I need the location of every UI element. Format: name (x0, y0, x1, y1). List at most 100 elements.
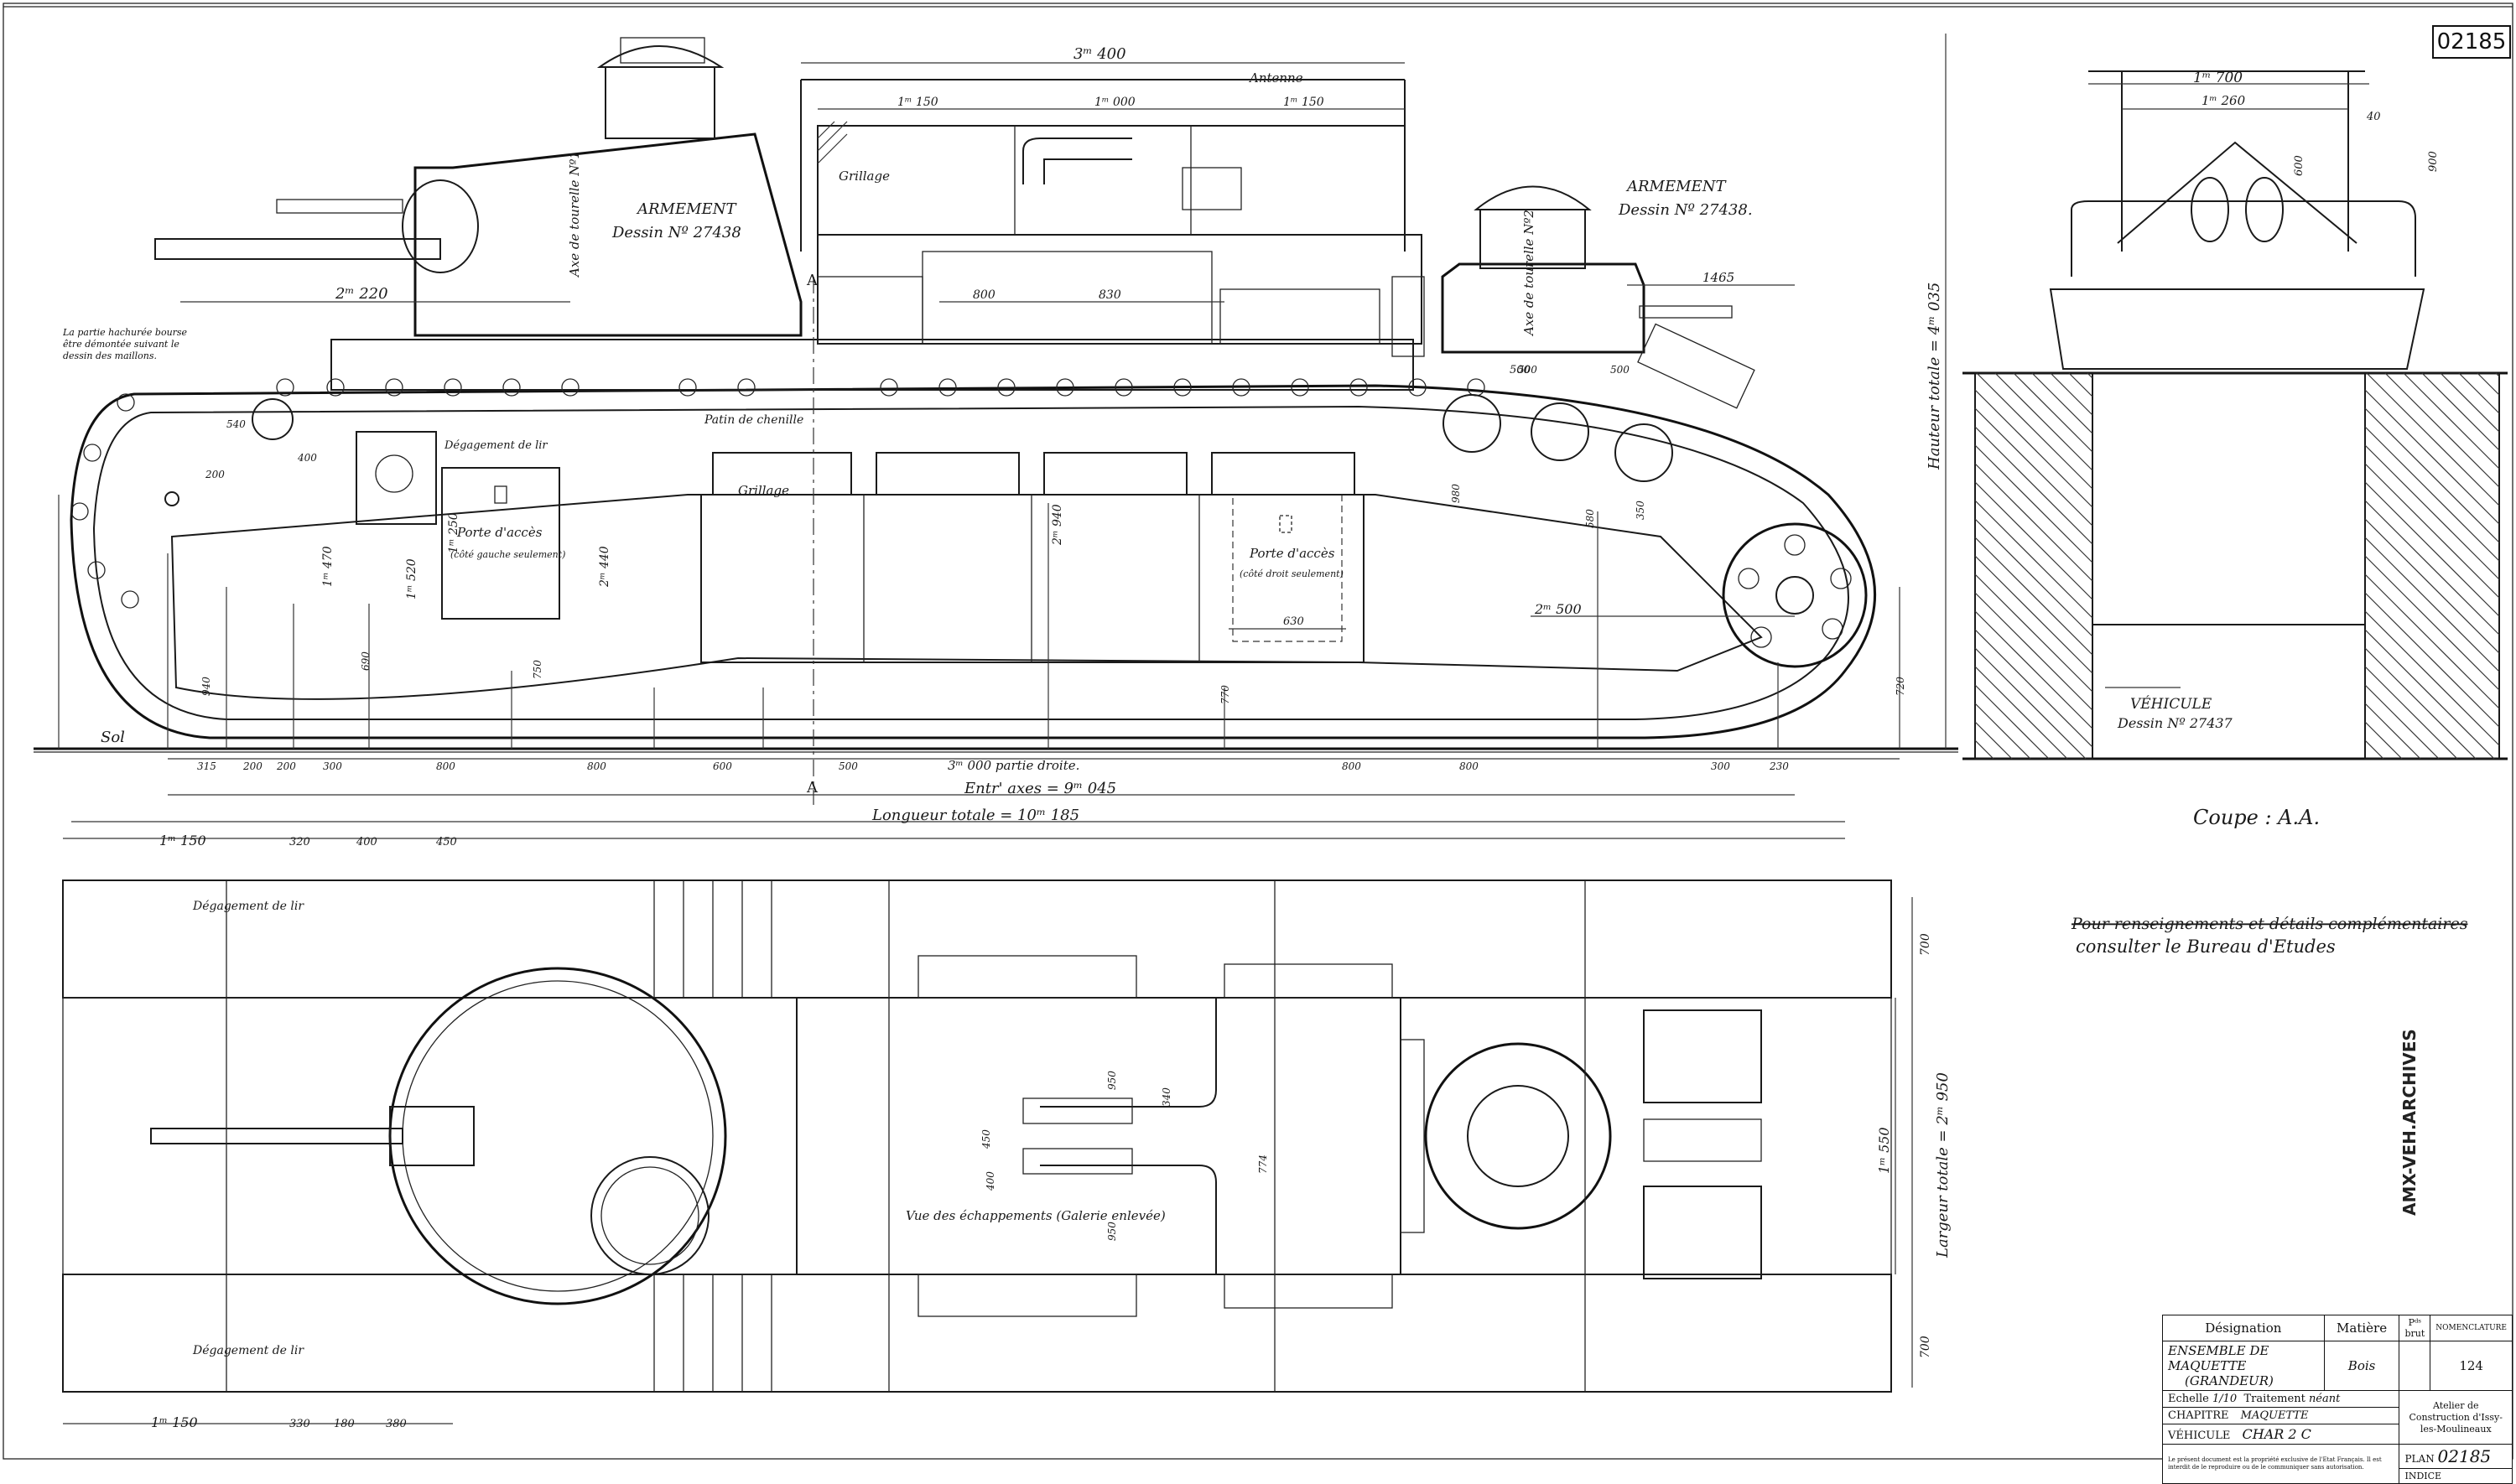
plan-vent-bottom (918, 1274, 1137, 1317)
plan-rear-turret (1424, 1042, 1612, 1230)
small-dim-12: 720 (1895, 677, 1906, 696)
hatch-left-line (1974, 426, 2093, 545)
plan-dim-380: 380 (386, 1418, 407, 1430)
hatch-left-line (2013, 372, 2093, 453)
plan-view: 1ᵐ 150 320 400 450 Dégagement de lir Dég… (62, 833, 1952, 1430)
engine-panel-3 (1219, 288, 1380, 345)
plan-gun-mantlet (389, 1106, 475, 1166)
consult-note: Pour renseignements et détails complémen… (2071, 915, 2468, 957)
dim-1000-mid: 1ᵐ 000 (1094, 96, 1136, 109)
plan-rear-box-top (1643, 1009, 1762, 1103)
hatch-left-line (1974, 463, 2093, 582)
front-axle (164, 491, 179, 506)
plan-dim-1150-bottom: 1ᵐ 150 (151, 1414, 198, 1430)
hatch-right-line (2364, 500, 2500, 636)
tb-brut-header: Pᵈˢ brut (2399, 1315, 2431, 1341)
front-cupola-top (620, 37, 705, 64)
small-dim-1: 200 (205, 469, 225, 480)
hatch-right-line (2364, 518, 2500, 654)
front-cupola (605, 66, 715, 139)
hatch-left-line (1974, 721, 2013, 760)
plan-number-stamp: 02185 (2432, 25, 2511, 59)
small-dim-7: 350 (1635, 501, 1646, 520)
plan-muffler-upper (1022, 1097, 1133, 1124)
dim-2500: 2ᵐ 500 (1534, 601, 1582, 617)
plan-dim-700-bottom: 700 (1919, 1336, 1932, 1358)
plan-dim-700-top: 700 (1919, 933, 1932, 956)
drive-sprocket (1722, 522, 1868, 668)
tb-indice-label: INDICE (2399, 1468, 2513, 1484)
exhaust-dim-4: 450 (980, 1129, 992, 1149)
plan-dim-330: 330 (289, 1418, 310, 1430)
plan-dim-450: 450 (435, 836, 457, 848)
tb-vehicule-label: VÉHICULE (2168, 1430, 2231, 1442)
section-dim-1700: 1ᵐ 700 (2193, 70, 2243, 86)
armement-front-ref: Dessin Nº 27438 (611, 224, 741, 241)
track-links (70, 378, 1485, 609)
hatch-right-line (2364, 573, 2500, 709)
hatch-left-line (1974, 555, 2093, 674)
hatch-left-line (1974, 573, 2093, 693)
height-dim-1: 1ᵐ 520 (405, 558, 418, 599)
dim-3400: 3ᵐ 400 (1073, 45, 1126, 63)
section-turret-frame (2071, 200, 2416, 277)
dim-800: 800 (973, 288, 995, 302)
hatch-right-line (2364, 721, 2403, 760)
small-dim-5: 980 (1450, 484, 1462, 503)
bottom-dim-5: 800 (587, 760, 606, 772)
hatch-left-line (1974, 407, 2093, 527)
section-hull-top (2049, 288, 2425, 370)
track-outline (70, 384, 1877, 739)
hatch-right-line (2384, 372, 2500, 488)
hatch-right-line (2364, 666, 2458, 760)
hatch-left-line (1976, 372, 2093, 490)
hatch-left-line (1974, 739, 1994, 760)
axis-between: Entr' axes = 9ᵐ 045 (964, 780, 1116, 797)
height-dim-4: 2ᵐ 440 (598, 546, 611, 588)
antenna-label: Antenne (1248, 70, 1303, 86)
dim-2220: 2ᵐ 220 (335, 285, 388, 303)
hatch-right-line (2364, 610, 2500, 746)
length-total: Longueur totale = 10ᵐ 185 (871, 807, 1079, 824)
hatch-left-line (1974, 703, 2031, 760)
engine-panel-4 (1391, 276, 1425, 357)
exhaust-dim-3: 774 (1257, 1155, 1269, 1174)
plan-degagement-bottom: Dégagement de lir (192, 1344, 304, 1357)
straight-part: 3ᵐ 000 partie droite. (948, 758, 1079, 773)
hatch-left-line (1994, 372, 2093, 471)
degagement-lir-side: Dégagement de lir (444, 439, 548, 452)
plan-echap-label: Vue des échappements (Galerie enlevée) (906, 1208, 1166, 1223)
hatch-right-line (2421, 372, 2500, 451)
rear-cupola-dome (1474, 185, 1592, 210)
hatch-left-line (1974, 629, 2093, 748)
hatch-left-line (1974, 481, 2093, 600)
tb-echelle-label: Echelle (2168, 1393, 2209, 1405)
section-block-right (2364, 372, 2500, 760)
plan-front-turret-inner (402, 980, 714, 1292)
hatch-left-line (1974, 389, 2093, 508)
front-gun-barrel (154, 238, 441, 260)
hatch-right-line (2364, 629, 2495, 760)
section-roof (2117, 141, 2357, 244)
section-dim-40: 40 (2366, 111, 2381, 123)
title-block: Désignation Matière Pᵈˢ brut NOMENCLATUR… (2161, 1315, 2513, 1484)
plan-exhaust-lower (1040, 1165, 1217, 1274)
hatch-left-line (1974, 500, 2093, 619)
plan-front-cupola (590, 1156, 710, 1275)
plan-track-bottom (62, 1274, 1892, 1393)
tb-traitement-value: néant (2308, 1393, 2341, 1405)
plan-vent-top-2 (1224, 963, 1393, 999)
bottom-dim-11: 230 (1769, 760, 1789, 772)
height-dim-2: 1ᵐ 250 (447, 512, 460, 553)
plan-dim-400: 400 (356, 836, 377, 848)
front-gun-mantlet (402, 179, 479, 273)
exhaust-dim-1: 340 (1161, 1087, 1172, 1107)
hatch-left-line (1974, 684, 2050, 760)
bottom-dim-0: 315 (197, 760, 216, 772)
armement-rear-title: ARMEMENT (1625, 178, 1727, 195)
idler-front (252, 398, 294, 440)
section-view: 1ᵐ 700 1ᵐ 260 40 600 900 VÉHICULE Dessin… (1962, 70, 2508, 829)
tb-matiere: Bois (2323, 1341, 2400, 1391)
grillage-top-label: Grillage (839, 169, 890, 184)
plan-gun-barrel (150, 1128, 403, 1144)
